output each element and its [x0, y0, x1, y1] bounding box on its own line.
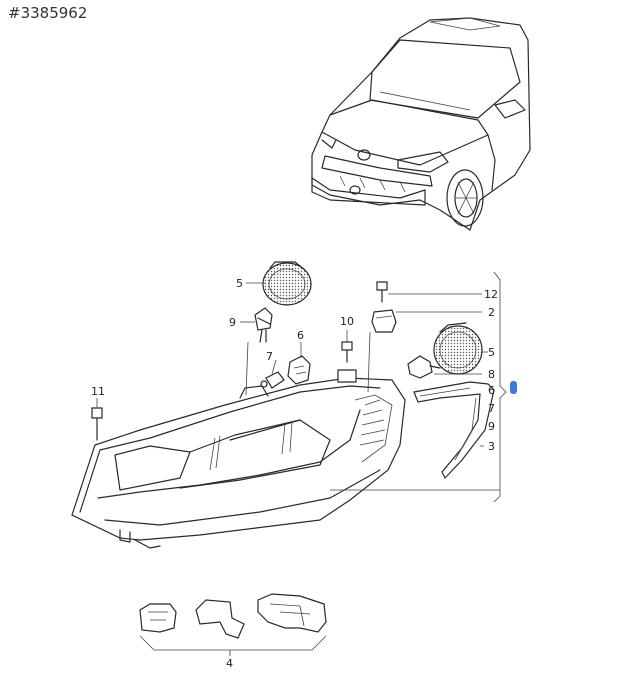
callout-10: 10: [340, 315, 354, 328]
car-illustration: [311, 17, 531, 231]
part-5-cap-right: [433, 322, 483, 375]
part-7-small-bulb: [260, 371, 285, 389]
callout-5-left: 5: [236, 277, 243, 290]
part-4-brackets: [139, 593, 327, 639]
callout-12: 12: [484, 288, 498, 301]
callout-9-left: 9: [229, 316, 236, 329]
callout-5-right: 5: [488, 346, 495, 359]
diagram-id-label: #3385962: [8, 4, 88, 22]
callout-8: 8: [488, 368, 495, 381]
callout-4: 4: [226, 657, 233, 670]
part-8-bulb: [407, 355, 441, 379]
part-9-bulb: [254, 307, 273, 343]
callout-7-right: 7: [488, 402, 495, 415]
part-12-screw: [376, 281, 388, 303]
part-11-screw: [91, 407, 103, 441]
leader-lines: [96, 271, 507, 656]
part-3-trim-strip: [413, 381, 495, 480]
part-2-clip: [371, 309, 397, 333]
callout-7-left: 7: [266, 350, 273, 363]
part-10-screw: [337, 341, 357, 383]
callout-3: 3: [488, 440, 495, 453]
selection-marker[interactable]: [510, 381, 517, 394]
callout-2: 2: [488, 306, 495, 319]
callout-6-left: 6: [297, 329, 304, 342]
callout-11: 11: [91, 385, 105, 398]
callout-6-right: 6: [488, 384, 495, 397]
headlamp-housing: [71, 377, 406, 549]
part-6-socket: [287, 355, 311, 385]
part-5-cap-left: [262, 261, 312, 306]
callout-9-right: 9: [488, 420, 495, 433]
